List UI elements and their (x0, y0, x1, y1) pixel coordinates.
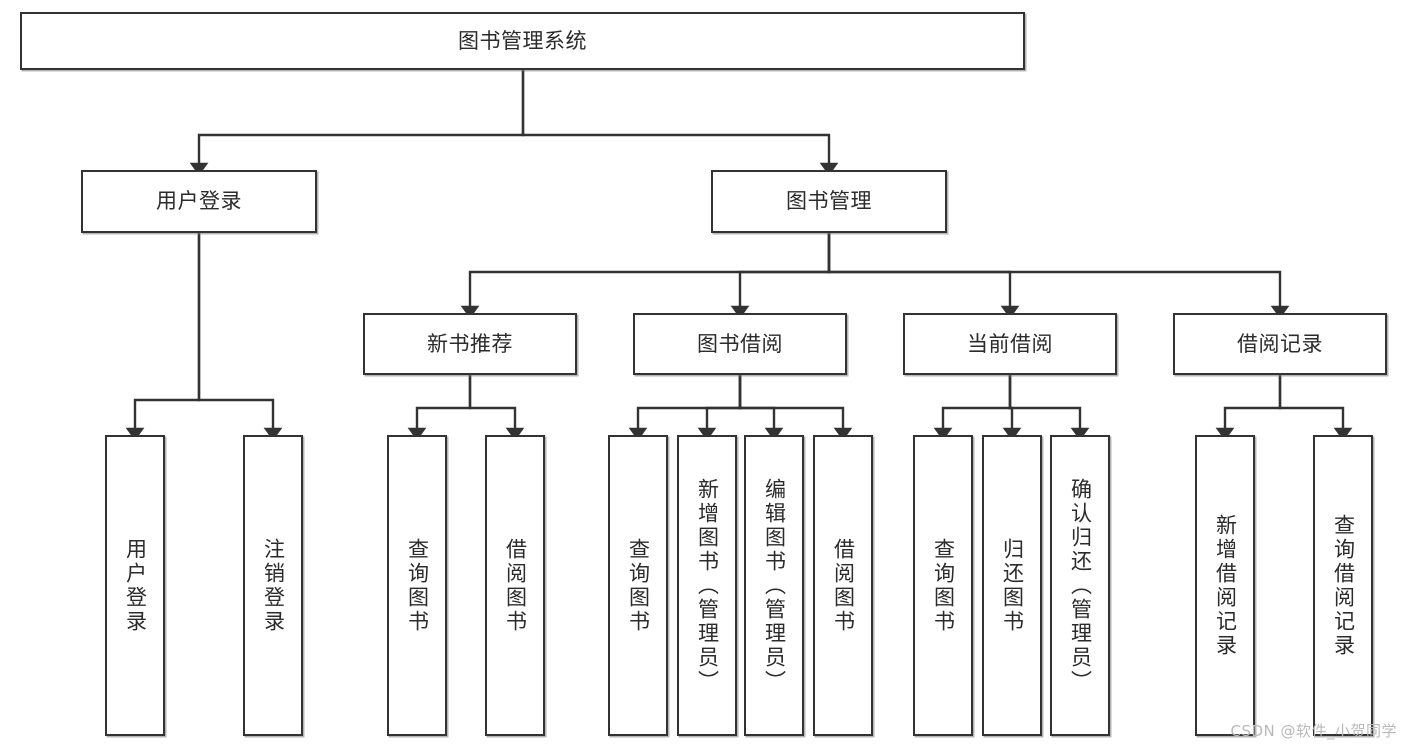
edge-new-book-rec-to-leaf-borrow-book-1 (468, 375, 525, 441)
node-label-leaf-user-login: 用户登录 (123, 537, 148, 634)
node-leaf-borrow-book-1[interactable]: 借阅图书 (485, 435, 545, 736)
node-label-leaf-query-record: 查询借阅记录 (1331, 513, 1356, 658)
node-leaf-add-record[interactable]: 新增借阅记录 (1195, 435, 1255, 736)
node-leaf-query-book-2[interactable]: 查询图书 (608, 435, 668, 736)
edge-book-borrow-to-leaf-query-book-2 (628, 375, 742, 441)
node-leaf-logout[interactable]: 注销登录 (243, 435, 303, 736)
node-book-borrow[interactable]: 图书借阅 (633, 313, 847, 375)
node-label-leaf-borrow-book-1: 借阅图书 (503, 537, 528, 634)
node-leaf-query-book-3[interactable]: 查询图书 (913, 435, 973, 736)
node-label-leaf-query-book-3: 查询图书 (931, 537, 956, 634)
node-borrow-record[interactable]: 借阅记录 (1173, 313, 1387, 375)
node-label-leaf-query-book-2: 查询图书 (626, 537, 651, 634)
edge-root-to-book-manage (521, 70, 839, 176)
edge-current-borrow-to-leaf-query-book-3 (933, 375, 1012, 441)
node-label-leaf-return-book: 归还图书 (1000, 537, 1025, 634)
node-label-leaf-add-record: 新增借阅记录 (1213, 513, 1238, 658)
node-new-book-rec[interactable]: 新书推荐 (363, 313, 577, 375)
node-leaf-borrow-book-2[interactable]: 借阅图书 (813, 435, 873, 736)
node-label-book-manage: 图书管理 (786, 189, 872, 214)
node-current-borrow[interactable]: 当前借阅 (903, 313, 1117, 375)
edge-book-manage-to-borrow-record (827, 233, 1290, 319)
node-label-user-login: 用户登录 (156, 189, 242, 214)
edge-borrow-record-to-leaf-add-record (1215, 375, 1282, 441)
edge-book-borrow-to-leaf-add-book (697, 375, 742, 441)
edge-root-to-user-login (189, 70, 525, 176)
edge-borrow-record-to-leaf-query-record (1278, 375, 1353, 441)
node-root[interactable]: 图书管理系统 (20, 12, 1025, 70)
node-leaf-return-book[interactable]: 归还图书 (982, 435, 1042, 736)
edge-book-manage-to-current-borrow (827, 233, 1020, 319)
node-leaf-user-login[interactable]: 用户登录 (105, 435, 165, 736)
edge-book-borrow-to-leaf-edit-book (738, 375, 784, 441)
node-label-borrow-record: 借阅记录 (1237, 331, 1323, 356)
node-label-new-book-rec: 新书推荐 (427, 331, 513, 356)
node-label-leaf-logout: 注销登录 (261, 537, 286, 634)
node-leaf-query-record[interactable]: 查询借阅记录 (1313, 435, 1373, 736)
node-label-book-borrow: 图书借阅 (697, 331, 783, 356)
node-label-leaf-add-book: 新增图书（管理员） (695, 477, 720, 694)
watermark-text: CSDN @软件_小贺同学 (1230, 722, 1397, 740)
edge-user-login-to-leaf-user-login (125, 233, 201, 441)
node-label-leaf-edit-book: 编辑图书（管理员） (762, 477, 787, 694)
node-label-leaf-confirm-return: 确认归还（管理员） (1068, 477, 1093, 694)
edge-book-manage-to-book-borrow (730, 233, 831, 319)
edge-book-manage-to-new-book-rec (460, 233, 831, 319)
node-label-root: 图书管理系统 (458, 28, 587, 53)
node-leaf-edit-book[interactable]: 编辑图书（管理员） (744, 435, 804, 736)
node-user-login[interactable]: 用户登录 (81, 170, 317, 233)
node-leaf-confirm-return[interactable]: 确认归还（管理员） (1050, 435, 1110, 736)
node-book-manage[interactable]: 图书管理 (711, 170, 947, 233)
node-label-leaf-borrow-book-2: 借阅图书 (831, 537, 856, 634)
node-leaf-add-book[interactable]: 新增图书（管理员） (677, 435, 737, 736)
edge-current-borrow-to-leaf-return-book (1002, 375, 1022, 441)
edge-new-book-rec-to-leaf-query-book-1 (407, 375, 472, 441)
edge-current-borrow-to-leaf-confirm-return (1008, 375, 1090, 441)
node-label-leaf-query-book-1: 查询图书 (405, 537, 430, 634)
node-leaf-query-book-1[interactable]: 查询图书 (387, 435, 447, 736)
edge-user-login-to-leaf-logout (197, 233, 283, 441)
edge-book-borrow-to-leaf-borrow-book-2 (738, 375, 853, 441)
edge-group (125, 70, 1353, 441)
node-label-current-borrow: 当前借阅 (967, 331, 1053, 356)
